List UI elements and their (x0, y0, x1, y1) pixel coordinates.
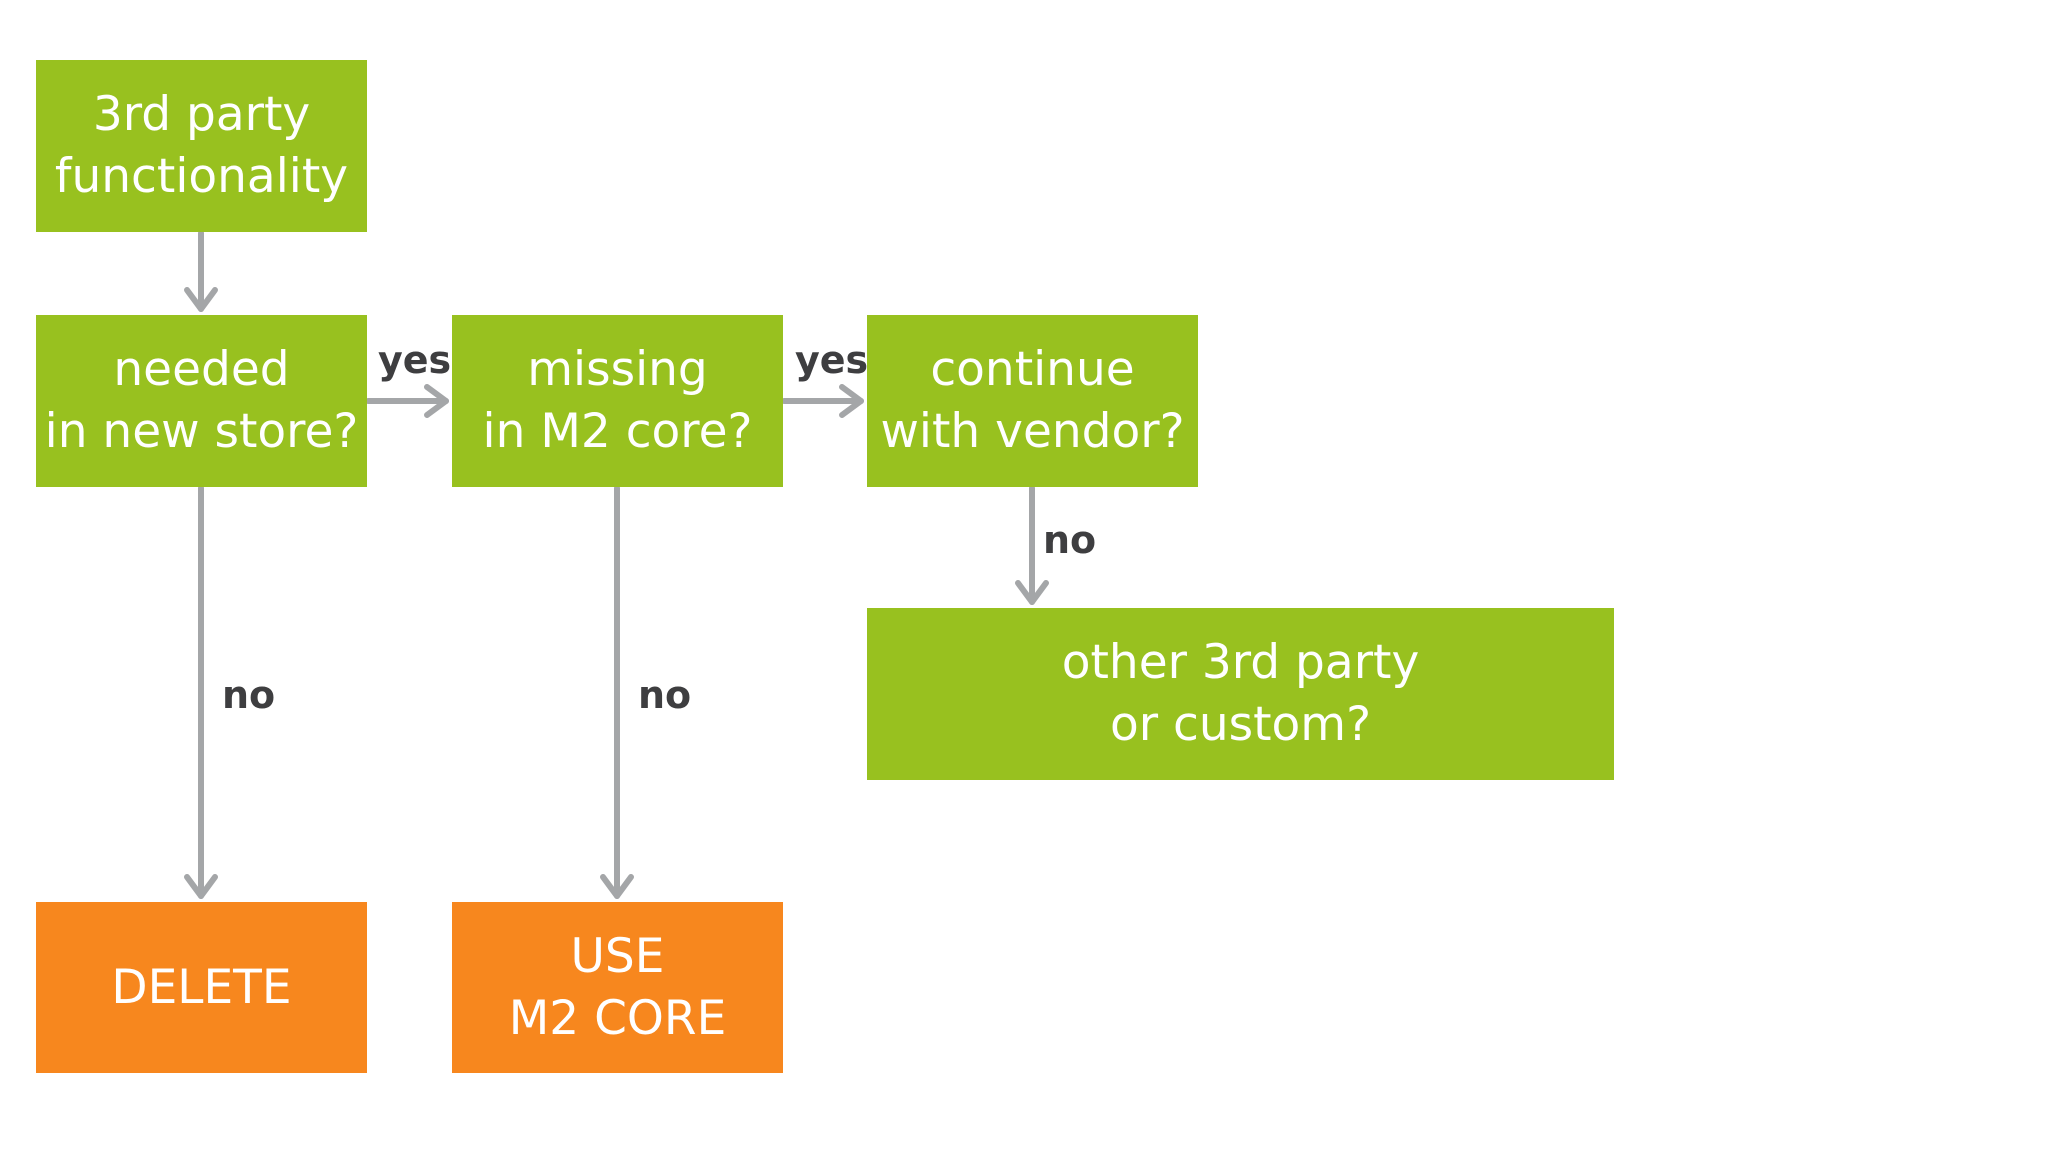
arrow-needed-to-delete (184, 485, 218, 899)
node-other-3rd-party-or-custom: other 3rd party or custom? (867, 608, 1614, 780)
edge-label-yes-missing-to-continue: yes (795, 338, 869, 382)
arrow-missing-to-continue (781, 384, 864, 418)
arrow-missing-to-use-core (600, 485, 634, 899)
node-delete: DELETE (36, 902, 367, 1073)
node-continue-with-vendor: continue with vendor? (867, 315, 1198, 487)
arrow-continue-to-other (1015, 485, 1049, 605)
edge-label-no-continue-to-other: no (1043, 518, 1097, 562)
arrow-third-party-to-needed (184, 230, 218, 312)
arrow-needed-to-missing (365, 384, 449, 418)
node-needed-in-new-store: needed in new store? (36, 315, 367, 487)
node-use-m2-core: USE M2 CORE (452, 902, 783, 1073)
edge-label-no-needed-to-delete: no (222, 673, 276, 717)
node-third-party-functionality: 3rd party functionality (36, 60, 367, 232)
node-missing-in-m2-core: missing in M2 core? (452, 315, 783, 487)
edge-label-no-missing-to-use-core: no (638, 673, 692, 717)
edge-label-yes-needed-to-missing: yes (378, 338, 452, 382)
